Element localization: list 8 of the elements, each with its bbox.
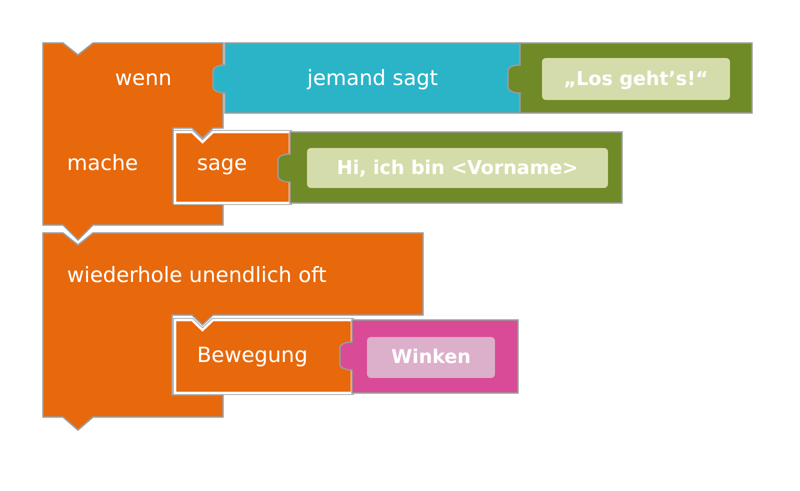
text-block (506, 41, 754, 115)
action-block: sage (173, 130, 292, 205)
sensor-block: jemand sagt (211, 41, 522, 115)
text-block (276, 130, 624, 205)
block-label: wenn (115, 65, 172, 92)
block-label: mache (67, 150, 138, 177)
value-field: „Los geht’s!“ (542, 58, 730, 100)
value-field: Hi, ich bin <Vorname> (307, 148, 608, 188)
